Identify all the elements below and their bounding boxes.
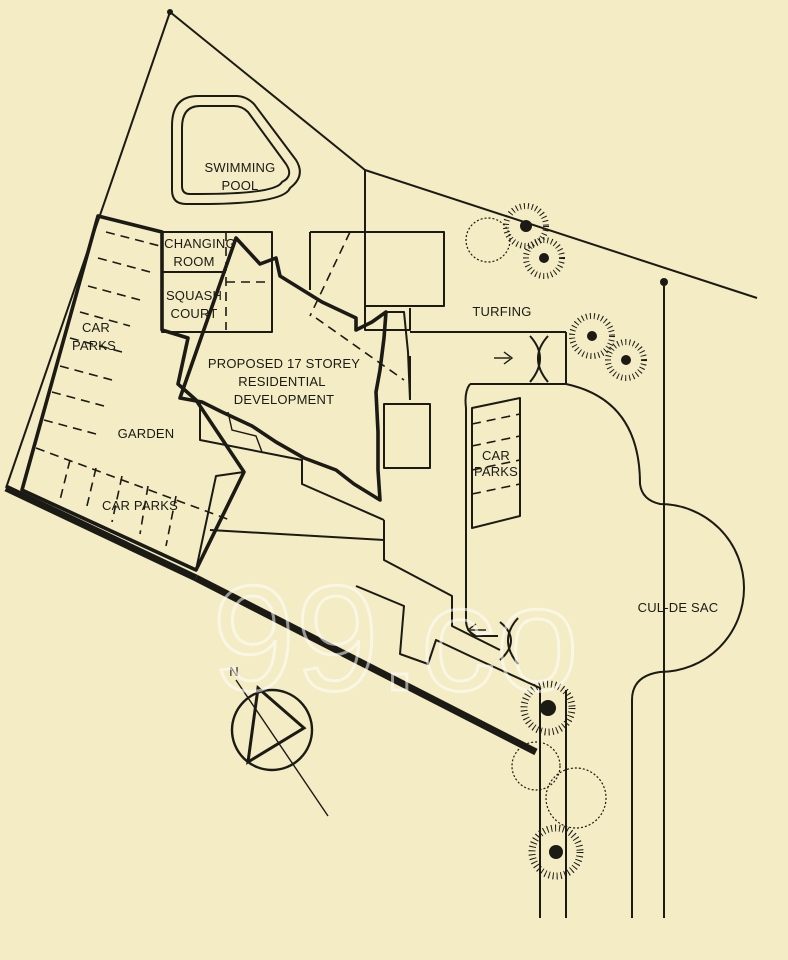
swimming-pool: SWIMMING POOL: [171, 95, 301, 205]
development-label-2: RESIDENTIAL: [238, 374, 325, 389]
development-label-3: DEVELOPMENT: [234, 392, 334, 407]
changing-room-label-1: CHANGING: [164, 236, 236, 251]
driveway: TURFING: [195, 304, 566, 689]
cul-de-sac-road: CUL-DE SAC: [539, 278, 745, 918]
squash-court-label-1: SQUASH: [166, 288, 222, 303]
tree-icon: [511, 741, 561, 791]
cul-de-sac-label: CUL-DE SAC: [638, 600, 719, 615]
swimming-pool-label-1: SWIMMING: [205, 160, 276, 175]
tree-icon: [503, 203, 549, 249]
tree-icon: [523, 237, 565, 279]
north-label: N: [229, 664, 239, 679]
tree-icon: [465, 217, 511, 263]
tree-icon: [528, 824, 584, 880]
car-parks-left: CAR PARKS GARDEN CAR PARKS: [20, 214, 246, 572]
car-parks-left-label-1: CAR: [82, 320, 110, 335]
tree-icons: [465, 203, 647, 880]
north-arrow-icon: N: [229, 664, 329, 817]
squash-court-label-2: COURT: [171, 306, 218, 321]
car-parks-right-label-1: CAR: [482, 448, 510, 463]
watermark: 99.co: [212, 554, 579, 722]
tree-icon: [520, 680, 576, 736]
pool-deck-boundary: [364, 170, 411, 331]
changing-room-label-2: ROOM: [173, 254, 214, 269]
development-label-1: PROPOSED 17 STOREY: [208, 356, 360, 371]
tree-icon: [605, 339, 647, 381]
turfing-label: TURFING: [472, 304, 531, 319]
car-parks-bottom-label: CAR PARKS: [102, 498, 178, 513]
proposed-development: PROPOSED 17 STOREY RESIDENTIAL DEVELOPME…: [178, 236, 431, 521]
changing-room-squash-court: CHANGING ROOM SQUASH COURT: [161, 231, 273, 333]
tree-icon: [545, 767, 607, 829]
car-parks-right-label-2: PARKS: [474, 464, 518, 479]
car-parks-right: CAR PARKS: [471, 397, 521, 529]
service-block: [309, 231, 445, 401]
swimming-pool-label-2: POOL: [222, 178, 259, 193]
garden-label: GARDEN: [118, 426, 175, 441]
tree-icon: [569, 313, 615, 359]
car-parks-left-label-2: PARKS: [72, 338, 116, 353]
